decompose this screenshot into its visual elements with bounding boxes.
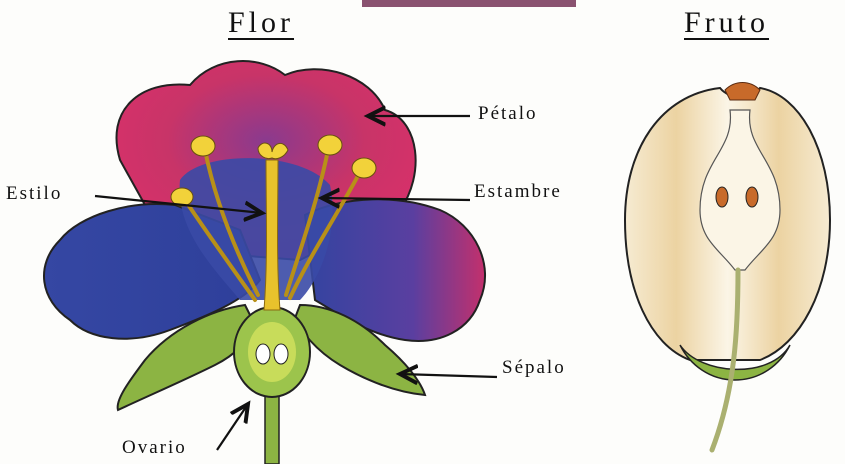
seed-right <box>746 187 758 207</box>
label-sepal: Sépalo <box>502 357 566 379</box>
label-stamen: Estambre <box>474 181 562 203</box>
ovule-right <box>274 344 288 364</box>
flower-heading: Flor <box>228 6 294 40</box>
seed-left <box>716 187 728 207</box>
label-ovary: Ovario <box>122 437 187 459</box>
fruit-heading: Fruto <box>684 6 769 40</box>
label-style: Estilo <box>6 183 62 205</box>
ovule-left <box>256 344 270 364</box>
style-pistil <box>264 160 280 310</box>
label-petal: Pétalo <box>478 103 538 125</box>
fruit-illustration <box>625 83 830 451</box>
arrow-ovary <box>217 404 248 450</box>
fruit-calyx <box>725 83 760 101</box>
flower-illustration <box>44 61 485 464</box>
